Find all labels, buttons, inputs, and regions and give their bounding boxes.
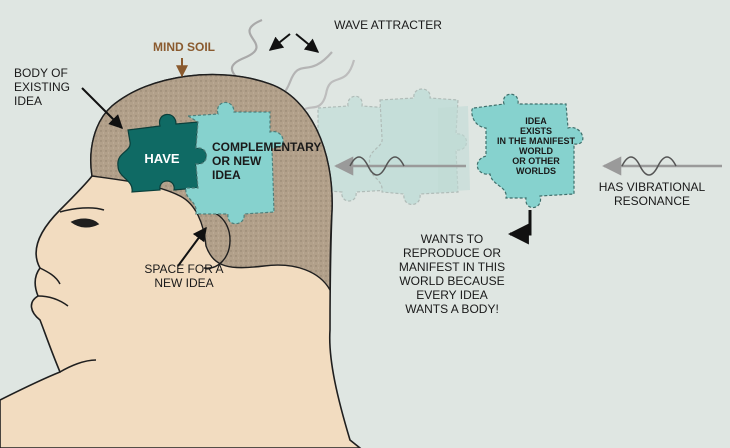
have-puzzle-piece <box>117 113 208 193</box>
has-vibrational-resonance-label: HAS VIBRATIONAL RESONANCE <box>598 180 706 208</box>
complementary-puzzle-piece <box>185 101 284 225</box>
complementary-idea-label: COMPLEMENTARY OR NEW IDEA <box>212 140 322 182</box>
have-label: HAVE <box>144 151 180 166</box>
wants-to-reproduce-label: WANTS TO REPRODUCE OR MANIFEST IN THIS W… <box>398 232 506 316</box>
idea-exists-puzzle-piece <box>471 93 584 209</box>
mind-soil-label: MIND SOIL <box>153 40 215 54</box>
annotation-arrows <box>81 33 532 267</box>
vibration-waves <box>349 156 677 176</box>
face-details <box>37 207 105 373</box>
space-for-new-idea-label: SPACE FOR A NEW IDEA <box>144 262 224 290</box>
idea-exists-label: IDEA EXISTS IN THE MANIFEST WORLD OR OTH… <box>497 116 575 176</box>
wave-attracter-label: WAVE ATTRACTER <box>334 18 442 32</box>
body-of-existing-idea-label: BODY OF EXISTING IDEA <box>14 66 71 108</box>
